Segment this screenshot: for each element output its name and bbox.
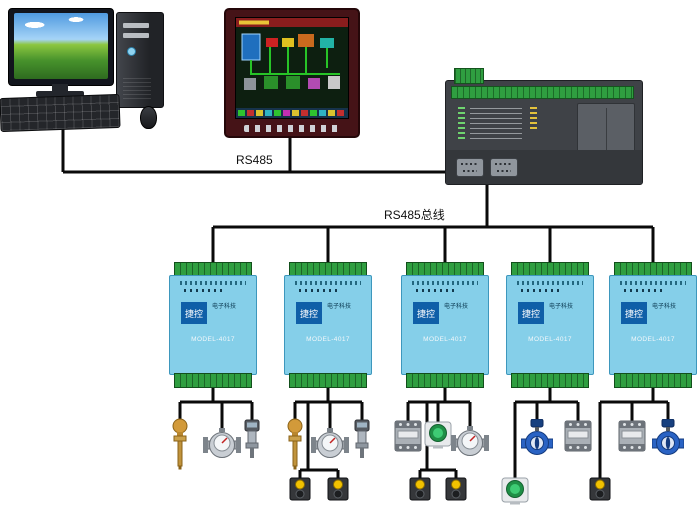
tower-vent [123,77,151,99]
wire-device-tree-4 [513,388,580,479]
module-brand-plate: 捷控 [413,302,439,324]
plc-io-leds [530,107,537,129]
pressure-transmitter [353,419,371,459]
wire-device-tree-5 [598,388,670,479]
plc-lower-panel [446,150,642,184]
module-terminal-bottom [406,373,484,388]
module-model-label: MODEL-4017 [306,336,350,343]
pressure-transmitter [243,419,261,459]
module-led-row [624,289,666,292]
monitor-base [36,91,84,97]
drive-bay [123,23,149,28]
hmi-panel [224,8,360,138]
pushbutton-station [424,421,452,449]
io-module-2: 捷控 电子科技 MODEL-4017 [284,262,372,388]
module-vents [295,281,361,285]
temperature-sensor [284,418,306,470]
module-model-label: MODEL-4017 [191,336,235,343]
io-module-5: 捷控 电子科技 MODEL-4017 [609,262,697,388]
module-body: 捷控 电子科技 MODEL-4017 [401,275,489,375]
wire-device-tree-2 [293,388,364,479]
io-module-4: 捷控 电子科技 MODEL-4017 [506,262,594,388]
plc [445,68,643,185]
hmi-scada-graphic [236,18,348,118]
flow-meter [451,426,489,460]
module-body: 捷控 电子科技 MODEL-4017 [609,275,697,375]
module-model-label: MODEL-4017 [528,336,572,343]
module-sub-label: 电子科技 [327,304,352,310]
monitor [8,8,114,86]
module-model-label: MODEL-4017 [631,336,675,343]
pc-tower [116,12,164,108]
flow-meter [311,428,349,462]
module-brand-plate: 捷控 [518,302,544,324]
hmi-membrane-buttons [244,125,340,132]
module-sub-label: 电子科技 [652,304,677,310]
drive-bay [123,33,149,38]
module-brand-plate: 捷控 [296,302,322,324]
monitor-screen [14,13,108,79]
module-terminal-bottom [174,373,252,388]
pushbutton-station [501,477,529,505]
plc-status-leds [458,107,465,139]
io-module-1: 捷控 电子科技 MODEL-4017 [169,262,257,388]
module-sub-label: 电子科技 [444,304,469,310]
butterfly-valve [521,419,553,457]
mouse [140,106,157,129]
module-model-label: MODEL-4017 [423,336,467,343]
module-led-row [416,289,458,292]
pushbutton-box [327,477,349,501]
hmi-screen [235,17,349,119]
module-terminal-bottom [614,373,692,388]
power-button [127,47,136,56]
module-sub-label: 电子科技 [549,304,574,310]
keyboard [0,93,121,133]
contactor [394,420,422,452]
plc-db9-port-1 [456,158,484,177]
contactor [564,420,592,452]
butterfly-valve [652,419,684,457]
plc-label-text-lines [470,107,522,139]
pushbutton-box [289,477,311,501]
module-vents [620,281,686,285]
pushbutton-box [589,477,611,501]
module-led-row [184,289,226,292]
plc-top-connector [454,68,484,84]
pushbutton-box [409,477,431,501]
contactor [618,420,646,452]
module-terminal-bottom [511,373,589,388]
wire-module-drops [211,227,655,262]
module-brand-plate: 捷控 [621,302,647,324]
module-led-row [299,289,341,292]
module-vents [412,281,478,285]
monitor-stand [52,84,68,92]
rs485-bus-label: RS485总线 [384,208,445,222]
module-body: 捷控 电子科技 MODEL-4017 [169,275,257,375]
module-sub-label: 电子科技 [212,304,237,310]
module-vents [180,281,246,285]
pushbutton-box [445,477,467,501]
io-module-3: 捷控 电子科技 MODEL-4017 [401,262,489,388]
temperature-sensor [169,418,191,470]
wire-device-tree-1 [178,388,254,430]
module-body: 捷控 电子科技 MODEL-4017 [284,275,372,375]
module-terminal-bottom [289,373,367,388]
rs485-label: RS485 [236,153,273,167]
module-body: 捷控 电子科技 MODEL-4017 [506,275,594,375]
module-vents [517,281,583,285]
flow-meter [203,428,241,462]
plc-terminal-strip [451,86,634,99]
module-led-row [521,289,563,292]
module-brand-plate: 捷控 [181,302,207,324]
plc-db9-port-2 [490,158,518,177]
